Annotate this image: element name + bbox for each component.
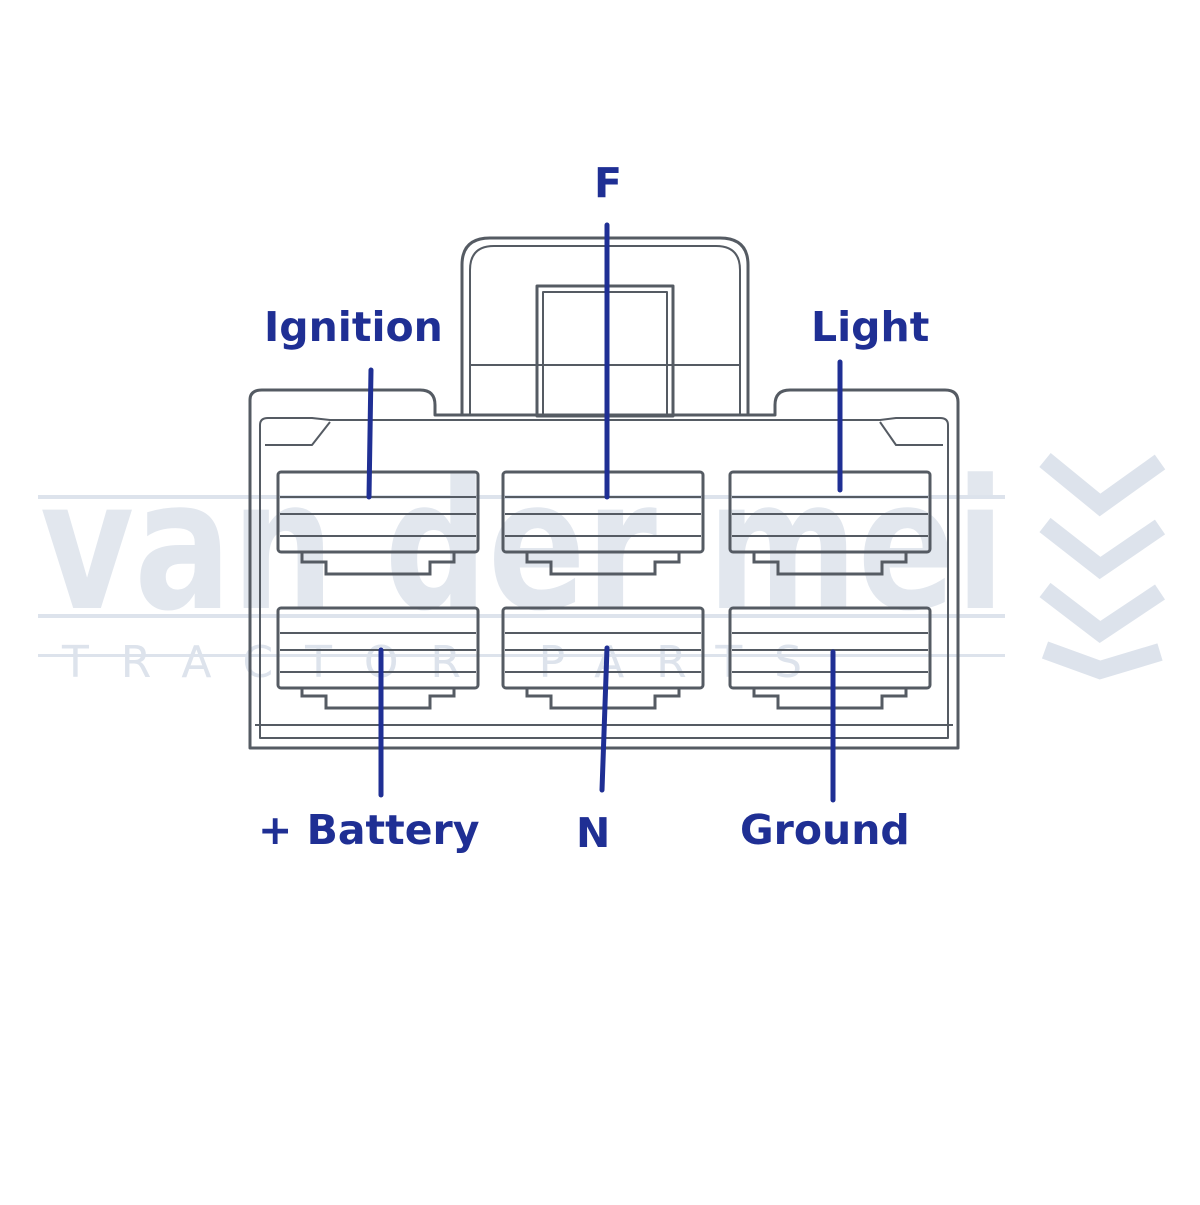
pin-label-n: N — [576, 809, 611, 857]
terminal-battery — [276, 606, 480, 710]
pin-label-f: F — [594, 159, 623, 207]
terminal-ignition — [276, 470, 480, 576]
housing-outer — [248, 388, 960, 750]
pin-label-ignition: Ignition — [264, 303, 443, 351]
watermark-rule-bottom — [38, 614, 1005, 618]
chevron-stripes-logo-icon — [1039, 453, 1166, 680]
watermark-brand: van der mei — [40, 442, 1005, 651]
housing-inner — [259, 417, 949, 739]
pin-label-battery: + Battery — [258, 806, 480, 854]
leader-line-ignition — [366, 367, 374, 500]
pin-label-ground: Ground — [740, 806, 910, 854]
leader-line-n — [599, 645, 610, 793]
terminal-light — [728, 470, 932, 576]
watermark-tagline: TRACTOR PARTS — [61, 637, 802, 688]
leader-lines — [366, 222, 843, 803]
terminal-f — [501, 470, 705, 576]
pin-label-light: Light — [811, 303, 930, 351]
terminal-ground — [728, 606, 932, 710]
watermark-rule-tagline — [38, 654, 1005, 657]
terminal-grid — [276, 470, 932, 710]
watermark: van der mei TRACTOR PARTS — [38, 442, 1166, 688]
